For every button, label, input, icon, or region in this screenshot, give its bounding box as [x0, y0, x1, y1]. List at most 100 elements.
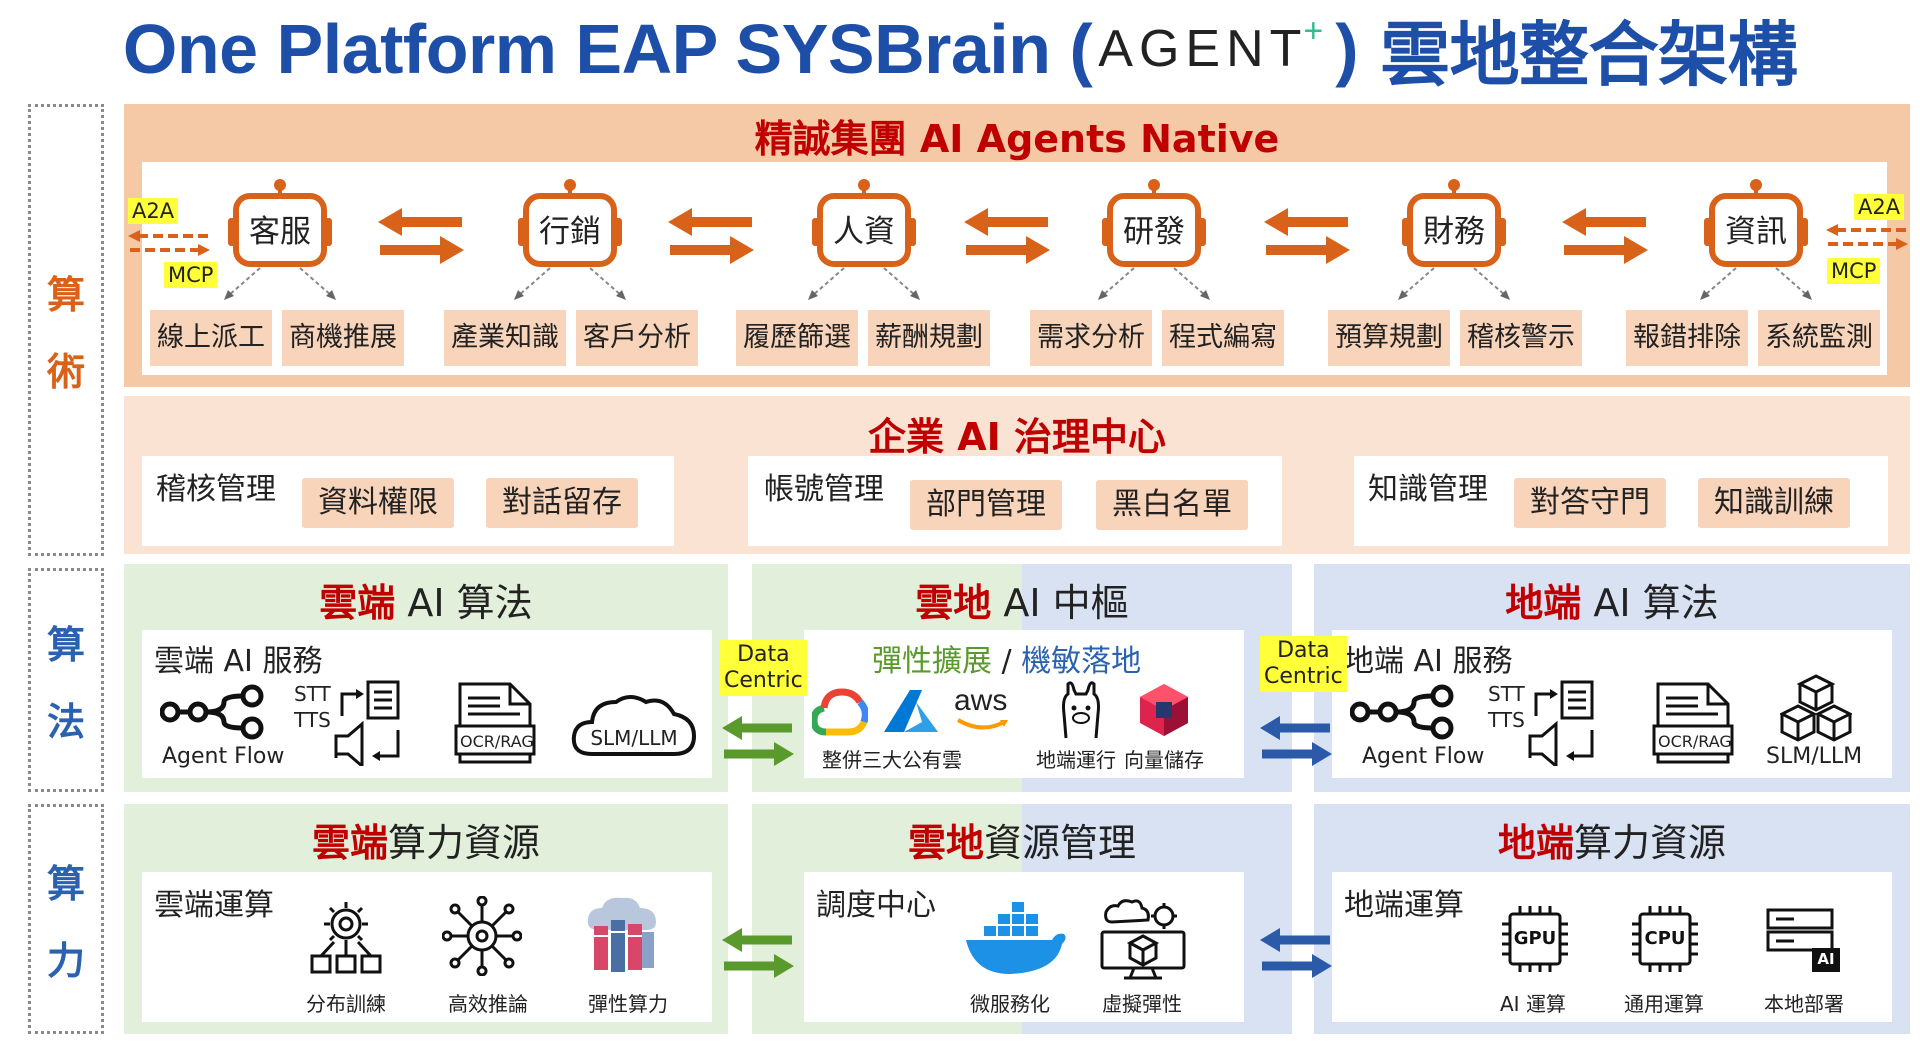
- agent-logo-plus: +: [1303, 11, 1330, 50]
- cpu-text: CPU: [1644, 928, 1686, 949]
- local-server-ai-icon: [1766, 908, 1840, 972]
- title-close: ): [1335, 10, 1359, 88]
- local-power-title: 地端算力資源: [1314, 812, 1910, 867]
- speech-document-icon: [334, 680, 400, 766]
- side-label-method: 算 法: [28, 568, 104, 792]
- governance-group-knowledge: 知識管理 對答守門 知識訓練: [1354, 456, 1888, 546]
- side-char: 算: [46, 273, 85, 317]
- robot-icon: [812, 179, 916, 267]
- agent-flow-icon: [160, 684, 264, 740]
- cloud-ai-service-label: 雲端 AI 服務: [154, 644, 323, 679]
- hub-power-title: 雲地資源管理: [752, 812, 1292, 867]
- aws-smile-icon: [956, 718, 1008, 730]
- cloud-icon: [571, 695, 697, 756]
- scheduling-center-label: 調度中心: [816, 888, 936, 923]
- dc-line: Data: [737, 642, 790, 667]
- governance-tag: 黑白名單: [1096, 480, 1248, 530]
- power-item-label: 彈性算力: [588, 992, 668, 1016]
- gpu-text: GPU: [1513, 928, 1557, 949]
- ocr-rag-document-icon: [454, 682, 536, 764]
- local-ai-service-box: 地端 AI 服務 Agent Flow STT TTS OCR/RAG SLM/…: [1332, 630, 1892, 778]
- azure-icon: [884, 690, 938, 732]
- governance-tag: 知識訓練: [1698, 478, 1850, 528]
- agent-flow-icon: [1350, 684, 1454, 740]
- local-ai-service-label: 地端 AI 服務: [1344, 644, 1513, 679]
- swap-arrows-green-icon: [722, 928, 794, 978]
- qdrant-vector-db-icon: [1140, 684, 1188, 736]
- dc-line: Data: [1277, 638, 1330, 663]
- cubes-model-icon: [1780, 674, 1852, 742]
- agent-name: 客服: [249, 214, 311, 250]
- title-red: 雲地: [907, 821, 984, 865]
- title-rest: AI 中樞: [991, 581, 1129, 625]
- governance-tag: 對話留存: [486, 478, 638, 528]
- inference-network-icon: [442, 896, 522, 976]
- agent-task-tag: 需求分析: [1030, 310, 1152, 366]
- agent-flow-label: Agent Flow: [162, 744, 285, 769]
- hub-algo-title: 雲地 AI 中樞: [752, 572, 1292, 627]
- stt-label: STT: [294, 682, 331, 706]
- mcp-label-left: MCP: [164, 262, 218, 288]
- agent-task-tag: 商機推展: [282, 310, 404, 366]
- swap-arrows-orange-icon: [1562, 208, 1648, 264]
- agent-task-tag: 程式編寫: [1162, 310, 1284, 366]
- governance-group-label: 知識管理: [1368, 472, 1488, 507]
- agent-task-connector-icon: [1398, 267, 1510, 300]
- agent-task-tag: 預算規劃: [1328, 310, 1450, 366]
- cloud-compute-box: 雲端運算 分布訓練 高效推論 彈性算力: [142, 872, 712, 1022]
- ocr-rag-label: OCR/RAG: [1658, 732, 1732, 751]
- dc-line: Centric: [1264, 664, 1343, 689]
- agent-robot: 客服: [224, 178, 336, 268]
- page-title: One Platform EAP SYSBrain ( AGENT+ ) 雲地整…: [0, 4, 1920, 94]
- governance-title: 企業 AI 治理中心: [867, 415, 1166, 459]
- title-rest: AI 算法: [1581, 581, 1719, 625]
- agent-name: 財務: [1423, 214, 1485, 250]
- local-algo-title: 地端 AI 算法: [1314, 572, 1910, 627]
- agent-task-connector-icon: [1098, 267, 1210, 300]
- ocr-rag-label: OCR/RAG: [460, 732, 534, 751]
- swap-arrows-orange-icon: [668, 208, 754, 264]
- power-item-label: 微服務化: [970, 992, 1050, 1016]
- agent-robot: 資訊: [1700, 178, 1812, 268]
- speech-document-icon: [1528, 680, 1594, 766]
- agent-task-connector-icon: [808, 267, 920, 300]
- agent-logo-text: AGENT: [1098, 20, 1308, 78]
- title-zh: 雲地整合架構: [1380, 15, 1798, 94]
- agent-task-connector-icon: [1700, 267, 1812, 300]
- bidirectional-dashed-arrow-icon: [1826, 224, 1908, 250]
- cpu-chip-icon: [1632, 906, 1698, 972]
- governance-group-account: 帳號管理 部門管理 黑白名單: [748, 456, 1282, 546]
- aws-text: aws: [954, 684, 1008, 717]
- power-item-label: AI 運算: [1500, 992, 1566, 1016]
- title-red: 地端: [1505, 581, 1582, 625]
- robot-icon: [1402, 179, 1506, 267]
- title-rest: 算力資源: [1574, 821, 1727, 865]
- dc-line: Centric: [724, 668, 803, 693]
- side-label-art: 算 術: [28, 104, 104, 556]
- swap-arrows-green-icon: [722, 716, 794, 766]
- agent-name: 研發: [1123, 214, 1185, 250]
- stt-label: STT: [1488, 682, 1525, 706]
- governance-tag: 資料權限: [302, 478, 454, 528]
- agent-name: 行銷: [539, 214, 601, 250]
- ai-badge-text: AI: [1817, 950, 1835, 968]
- distributed-training-gear-icon: [310, 902, 382, 974]
- slm-llm-label: SLM/LLM: [1766, 744, 1863, 769]
- robot-icon: [518, 179, 622, 267]
- agent-name: 人資: [833, 214, 895, 250]
- governance-tag: 部門管理: [910, 480, 1062, 530]
- elastic-scaling-text: 彈性擴展: [872, 644, 992, 679]
- title-rest: 算力資源: [388, 821, 541, 865]
- side-char: 算: [46, 862, 85, 906]
- agent-robot: 行銷: [514, 178, 626, 268]
- tts-label: TTS: [1488, 708, 1525, 732]
- power-item-label: 分布訓練: [306, 992, 386, 1016]
- agent-name: 資訊: [1725, 214, 1787, 250]
- title-main: One Platform EAP SYSBrain (: [122, 10, 1093, 88]
- governance-group-label: 稽核管理: [156, 472, 276, 507]
- cloud-compute-label: 雲端運算: [154, 888, 274, 923]
- clouds-caption: 整併三大公有雲: [822, 748, 962, 772]
- agents-section-title: 精誠集團 AI Agents Native: [754, 117, 1280, 161]
- side-char: 算: [46, 623, 85, 667]
